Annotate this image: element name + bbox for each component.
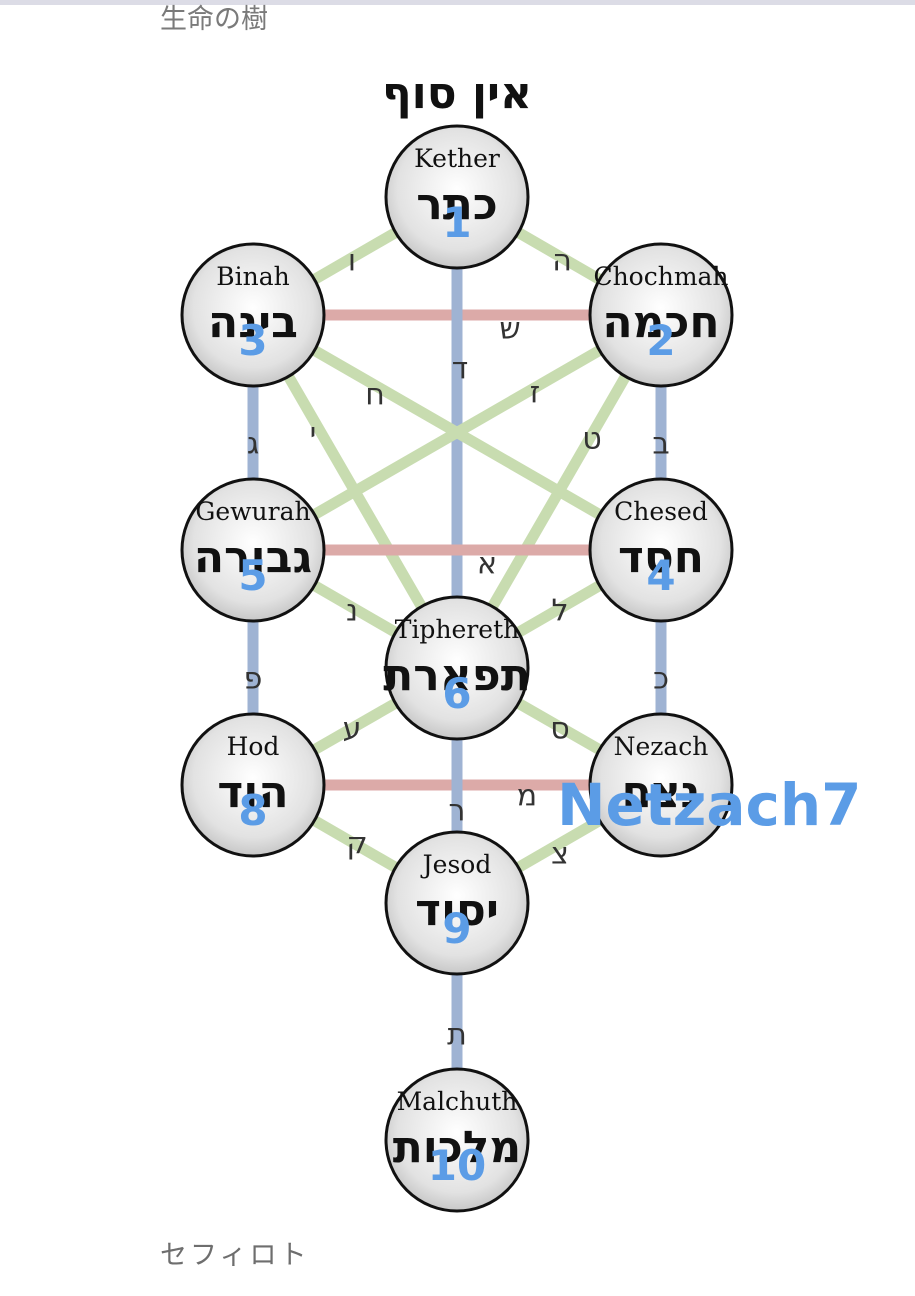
sephirah-circle xyxy=(180,712,326,858)
sephirah-hebrew: הוד xyxy=(217,767,288,818)
sephirah-name: Nezach xyxy=(614,732,709,761)
sephirah-name: Jesod xyxy=(420,850,492,879)
ein-sof-title: אין סוף xyxy=(382,68,532,119)
sephirah-name: Hod xyxy=(227,732,280,761)
sephirah-circle xyxy=(384,830,530,976)
sephirah-number: 5 xyxy=(238,551,267,600)
sephirah-hebrew: חכמה xyxy=(602,297,719,348)
path-letter-jesod-malchuth: ת xyxy=(447,1018,467,1053)
sephirah-hebrew: כתר xyxy=(416,179,497,230)
path-letter-hod-nezach: מ xyxy=(517,779,537,814)
path-letter-chesed-tiphereth: ל xyxy=(551,594,568,629)
path-letter-binah-chesed: ח xyxy=(365,378,385,413)
sephirah-number: 1 xyxy=(442,198,471,247)
sephirah-hebrew: יסוד xyxy=(415,885,499,936)
sephirah-number: 10 xyxy=(428,1141,486,1190)
sephirah-circle xyxy=(588,712,734,858)
sephirah-circle xyxy=(588,477,734,623)
path-letter-nezach-jesod: צ xyxy=(551,837,569,872)
sephirah-nezach: Nezach נצח xyxy=(588,712,734,858)
sephirah-hebrew: מלכות xyxy=(393,1122,522,1173)
path-letter-kether-tiphereth: ד xyxy=(452,352,468,387)
path-letter-kether-chochmah: ה xyxy=(552,244,572,279)
netzach-overlay-label: Netzach7 xyxy=(557,771,862,839)
sephirah-name: Kether xyxy=(414,144,500,173)
path-letter-gewurah-chesed: א xyxy=(477,547,497,582)
sephirah-number: 9 xyxy=(442,904,471,953)
path-letter-chochmah-gewurah: ז xyxy=(530,376,540,411)
path-letter-hod-jesod: ק xyxy=(346,827,367,862)
sephirah-name: Malchuth xyxy=(397,1087,518,1116)
path-letters-layer: ו השד ח ז י ט ג ב א נ ל פ כ ע סמ ר ק צ ת xyxy=(244,244,670,1053)
sephirah-hebrew: תפארת xyxy=(383,650,531,701)
sephirah-number: 8 xyxy=(238,786,267,835)
sephirah-name: Binah xyxy=(216,262,289,291)
sephirah-hebrew: בינה xyxy=(208,297,298,348)
sephiroth-layer: Ketherכתר1Chochmahחכמה2Binahבינה3Chesedח… xyxy=(180,124,734,1213)
sephirah-number: 3 xyxy=(238,316,267,365)
path-letter-chesed-nezach: כ xyxy=(653,662,669,697)
top-divider xyxy=(0,0,915,5)
figure-caption-bottom: セフィロト xyxy=(160,1240,310,1271)
path-chochmah-gewurah xyxy=(250,310,664,555)
path-letter-tiphereth-nezach: ס xyxy=(550,712,569,747)
sephirah-circle xyxy=(384,595,530,741)
path-letter-tiphereth-hod: ע xyxy=(343,712,362,747)
sephirah-circle xyxy=(384,1067,530,1213)
path-letter-gewurah-tiphereth: נ xyxy=(346,594,358,629)
sephirah-circle xyxy=(384,124,530,270)
path-letter-binah-tiphereth: י xyxy=(310,417,317,452)
sephirah-circle xyxy=(588,242,734,388)
path-letter-tiphereth-jesod: ר xyxy=(449,794,466,829)
sephirah-hebrew: נצח xyxy=(622,767,701,818)
sephirah-name: Gewurah xyxy=(195,497,310,526)
sephirah-name: Chochmah xyxy=(593,262,728,291)
sephirah-hebrew: גבורה xyxy=(194,532,312,583)
path-letter-chochmah-tiphereth: ט xyxy=(582,422,601,457)
path-letter-binah-gewurah: ג xyxy=(247,427,259,462)
sephirah-number: 4 xyxy=(646,551,675,600)
sephirah-circle xyxy=(180,477,326,623)
sephirah-hebrew: חסד xyxy=(618,532,704,583)
sephirah-number: 2 xyxy=(646,316,675,365)
sephirah-name: Tiphereth xyxy=(395,615,519,644)
path-letter-binah-chochmah: ש xyxy=(499,312,520,347)
sephirah-name: Chesed xyxy=(614,497,708,526)
sephirah-circle xyxy=(180,242,326,388)
path-letter-gewurah-hod: פ xyxy=(244,662,263,697)
path-letter-chochmah-chesed: ב xyxy=(652,427,669,462)
sephirah-number: 6 xyxy=(442,669,471,718)
figure-caption-top: 生命の樹 xyxy=(160,4,268,35)
path-letter-kether-binah: ו xyxy=(348,244,356,279)
